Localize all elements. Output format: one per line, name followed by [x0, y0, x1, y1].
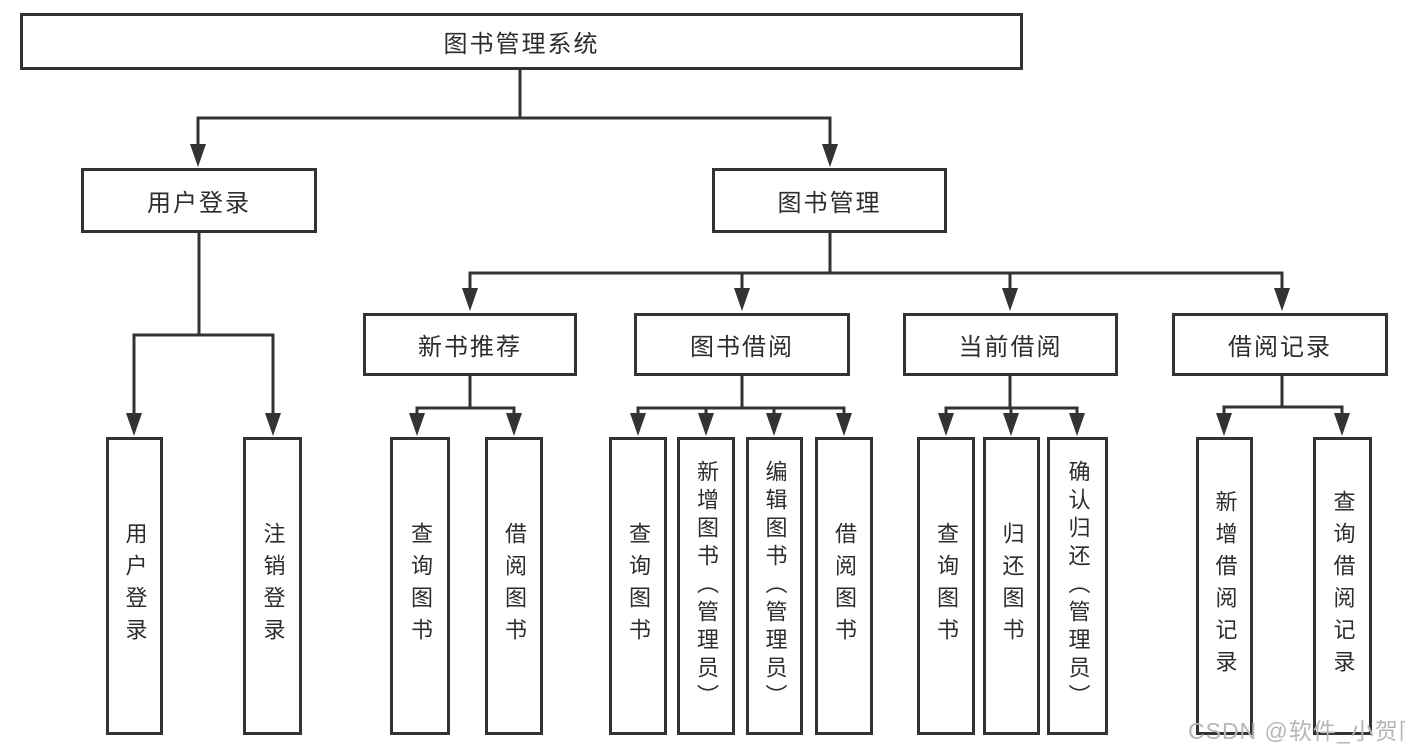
arrow-down-icon — [1002, 288, 1018, 311]
arrow-down-icon — [190, 144, 206, 167]
arrow-down-icon — [938, 413, 954, 436]
node-book-management: 图书管理 — [712, 168, 947, 233]
leaf-record-add-borrow-record: 新增借阅记录 — [1196, 437, 1253, 735]
leaf-current-return-book: 归还图书 — [983, 437, 1040, 735]
arrow-down-icon — [766, 413, 782, 436]
arrow-down-icon — [409, 413, 425, 436]
leaf-borrow-edit-book-admin: 编辑图书（管理员） — [746, 437, 803, 735]
arrow-down-icon — [734, 288, 750, 311]
arrow-down-icon — [126, 413, 142, 436]
leaf-logout: 注销登录 — [243, 437, 302, 735]
leaf-record-query-borrow-record: 查询借阅记录 — [1313, 437, 1372, 735]
node-book-borrow: 图书借阅 — [634, 313, 850, 376]
leaf-newbook-borrow-book: 借阅图书 — [485, 437, 543, 735]
node-borrow-record: 借阅记录 — [1172, 313, 1388, 376]
watermark: CSDN @软件_小贺同学 — [1188, 718, 1405, 744]
leaf-borrow-borrow-book: 借阅图书 — [815, 437, 873, 735]
leaf-current-confirm-return-admin: 确认归还（管理员） — [1047, 437, 1108, 735]
leaf-newbook-query-book: 查询图书 — [390, 437, 450, 735]
node-user-login: 用户登录 — [81, 168, 317, 233]
arrow-down-icon — [462, 288, 478, 311]
arrow-down-icon — [1069, 413, 1085, 436]
arrow-down-icon — [1274, 288, 1290, 311]
leaf-user-login: 用户登录 — [106, 437, 163, 735]
arrow-down-icon — [265, 413, 281, 436]
leaf-borrow-add-book-admin: 新增图书（管理员） — [677, 437, 735, 735]
arrow-down-icon — [1003, 413, 1019, 436]
arrow-down-icon — [822, 144, 838, 167]
arrow-down-icon — [1334, 413, 1350, 436]
node-new-book-recommend: 新书推荐 — [363, 313, 577, 376]
leaf-borrow-query-book: 查询图书 — [609, 437, 667, 735]
arrow-down-icon — [630, 413, 646, 436]
arrow-down-icon — [1216, 413, 1232, 436]
node-library-system: 图书管理系统 — [20, 13, 1023, 70]
leaf-current-query-book: 查询图书 — [917, 437, 975, 735]
arrow-down-icon — [698, 413, 714, 436]
node-current-borrow: 当前借阅 — [903, 313, 1118, 376]
arrow-down-icon — [506, 413, 522, 436]
arrow-down-icon — [836, 413, 852, 436]
